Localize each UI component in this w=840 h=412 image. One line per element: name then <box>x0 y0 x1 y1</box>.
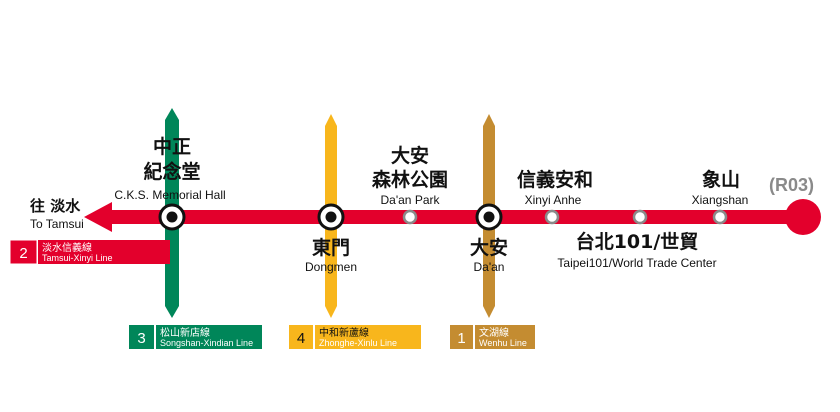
legend-red-en: Tamsui-Xinyi Line <box>42 253 113 263</box>
direction-arrow-icon <box>84 202 112 232</box>
direction-zh: 往 淡水 <box>30 197 81 215</box>
legend-orange: 4 中和新蘆線 Zhonghe-Xinlu Line <box>289 325 421 349</box>
station-cks-zh1: 中正 <box>153 135 191 158</box>
red-line <box>84 199 821 235</box>
direction-en: To Tamsui <box>30 217 84 231</box>
station-marker-xinyianhe[interactable] <box>544 209 560 225</box>
station-marker-xiangshan[interactable] <box>712 209 728 225</box>
legend-green: 3 松山新店線 Songshan-Xindian Line <box>129 325 262 349</box>
legend-red: 2 淡水信義線 Tamsui-Xinyi Line <box>9 239 170 265</box>
station-marker-daan[interactable] <box>475 203 503 231</box>
legend-red-num: 2 <box>19 245 27 262</box>
legend-brown-en: Wenhu Line <box>479 338 527 348</box>
station-xiangshan-en: Xiangshan <box>692 193 749 207</box>
legend-green-en: Songshan-Xindian Line <box>160 338 253 348</box>
legend-brown: 1 文湖線 Wenhu Line <box>450 325 535 349</box>
legend-orange-zh: 中和新蘆線 <box>319 326 369 339</box>
station-marker-cks[interactable] <box>158 203 186 231</box>
station-daan-zh: 大安 <box>470 236 508 259</box>
terminal-code: (R03) <box>769 175 814 195</box>
legend-red-zh: 淡水信義線 <box>42 241 92 254</box>
station-taipei101-en: Taipei101/World Trade Center <box>557 256 716 270</box>
station-cks-zh2: 紀念堂 <box>143 160 200 183</box>
station-taipei101-zh: 台北101/世貿 <box>576 230 699 253</box>
legend-orange-en: Zhonghe-Xinlu Line <box>319 338 397 348</box>
station-daanpark-en: Da'an Park <box>381 193 441 207</box>
station-marker-dongmen[interactable] <box>317 203 345 231</box>
legend-brown-num: 1 <box>457 330 465 347</box>
station-dongmen-zh: 東門 <box>312 236 350 259</box>
station-daan-en: Da'an <box>474 260 505 274</box>
station-marker-taipei101[interactable] <box>632 209 648 225</box>
station-cks-en: C.K.S. Memorial Hall <box>114 188 225 202</box>
legend-brown-zh: 文湖線 <box>479 326 509 339</box>
legend-green-zh: 松山新店線 <box>160 326 210 339</box>
terminal-station-marker <box>785 199 821 235</box>
station-xinyianhe-en: Xinyi Anhe <box>525 193 582 207</box>
station-daanpark-zh1: 大安 <box>391 144 429 167</box>
station-dongmen-en: Dongmen <box>305 260 357 274</box>
station-xiangshan-zh: 象山 <box>702 168 740 191</box>
station-marker-daanpark[interactable] <box>402 209 418 225</box>
legend-orange-num: 4 <box>297 330 305 347</box>
station-daanpark-zh2: 森林公園 <box>372 168 448 191</box>
station-xinyianhe-zh: 信義安和 <box>517 168 593 191</box>
legend-green-num: 3 <box>137 330 145 347</box>
